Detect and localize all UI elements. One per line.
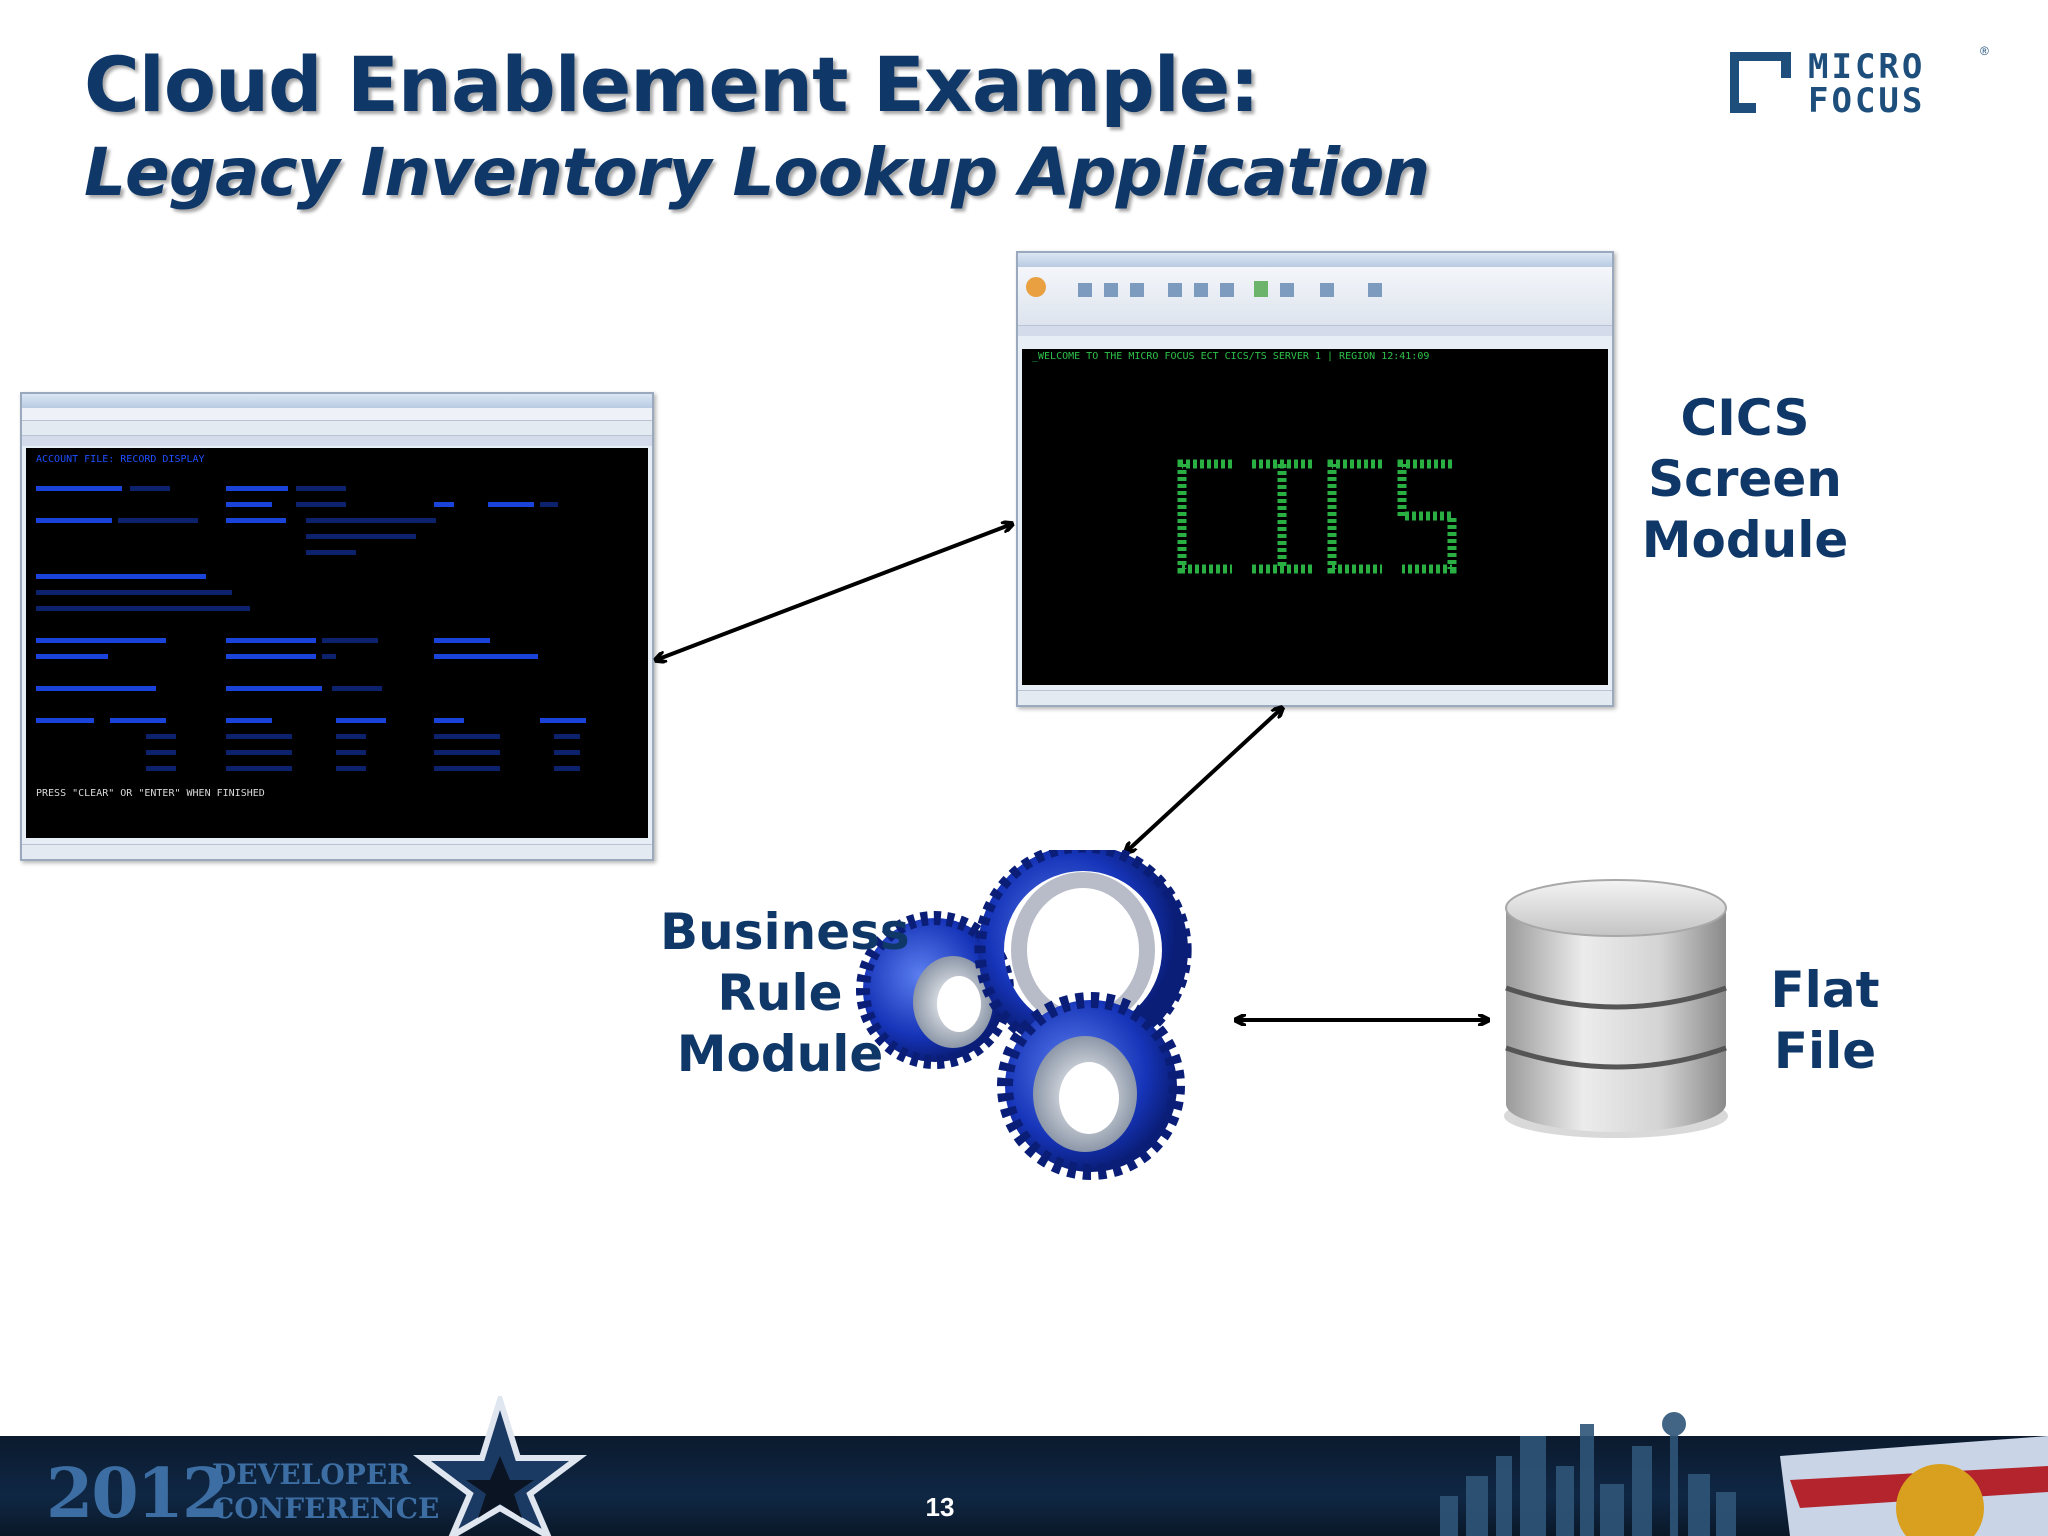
logo-line-1: MICRO	[1808, 47, 1926, 87]
terminal-footer-prompt: PRESS "CLEAR" OR "ENTER" WHEN FINISHED	[36, 788, 265, 799]
legacy-terminal-screen: ACCOUNT FILE: RECORD DISPLAY	[26, 448, 648, 838]
logo-square-icon	[1730, 52, 1796, 118]
footer-conf-line-2: CONFERENCE	[212, 1492, 440, 1525]
cics-terminal-screen: _WELCOME TO THE MICRO FOCUS ECT CICS/TS …	[1022, 349, 1608, 685]
arrow-cics-to-business	[1126, 708, 1282, 852]
footer-conf-line-1: DEVELOPER	[212, 1458, 411, 1491]
cics-label-line-3: Module	[1641, 511, 1849, 569]
business-label-line-1: Business	[660, 903, 910, 961]
terminal-heading: ACCOUNT FILE: RECORD DISPLAY	[36, 454, 205, 465]
arrow-legacy-to-cics	[656, 524, 1012, 660]
logo-text: MICRO FOCUS	[1808, 50, 1925, 118]
business-label-line-2: Rule	[717, 964, 843, 1022]
ribbon-toolbar	[1018, 267, 1612, 326]
window-statusbar	[1018, 690, 1612, 705]
registered-mark-icon: ®	[1980, 44, 1989, 58]
cics-label-line-1: CICS	[1680, 389, 1810, 447]
business-label-line-3: Module	[676, 1025, 884, 1083]
legacy-terminal-window: ACCOUNT FILE: RECORD DISPLAY	[20, 392, 654, 861]
footer-year: 2012	[46, 1454, 229, 1534]
footer-artwork	[413, 1396, 2048, 1536]
cics-ascii-banner	[1177, 459, 1457, 574]
window-statusbar	[22, 844, 652, 859]
footer-conference-name: DEVELOPER CONFERENCE	[212, 1458, 439, 1526]
cics-welcome-line: _WELCOME TO THE MICRO FOCUS ECT CICS/TS …	[1032, 351, 1430, 362]
business-rule-module-label: Business Rule Module	[660, 902, 910, 1085]
flatfile-label-line-1: Flat	[1770, 961, 1880, 1019]
window-toolbar	[22, 421, 652, 436]
cics-screen-module-label: CICS Screen Module	[1640, 388, 1850, 571]
logo-line-2: FOCUS	[1808, 81, 1926, 121]
window-titlebar	[1018, 253, 1612, 267]
gears-icon	[856, 850, 1192, 1180]
database-icon	[1504, 879, 1728, 1138]
flatfile-label-line-2: File	[1773, 1022, 1877, 1080]
window-tabs	[22, 436, 652, 446]
city-skyline-icon	[1440, 1412, 1736, 1536]
window-titlebar	[22, 394, 652, 408]
slide-subtitle: Legacy Inventory Lookup Application	[84, 134, 1430, 211]
page-number: 13	[925, 1492, 955, 1522]
texas-flag-icon	[1780, 1436, 2048, 1536]
window-menubar	[22, 408, 652, 421]
slide-title: Cloud Enablement Example:	[84, 40, 1260, 129]
terminal-fields-graphic	[36, 486, 586, 771]
cics-terminal-window: _WELCOME TO THE MICRO FOCUS ECT CICS/TS …	[1016, 251, 1614, 707]
ribbon-icons	[1026, 277, 1382, 297]
micro-focus-logo: MICRO FOCUS ®	[1730, 44, 1992, 124]
window-tabs	[1018, 326, 1612, 336]
cics-label-line-2: Screen	[1648, 450, 1842, 508]
flat-file-label: Flat File	[1760, 960, 1890, 1082]
